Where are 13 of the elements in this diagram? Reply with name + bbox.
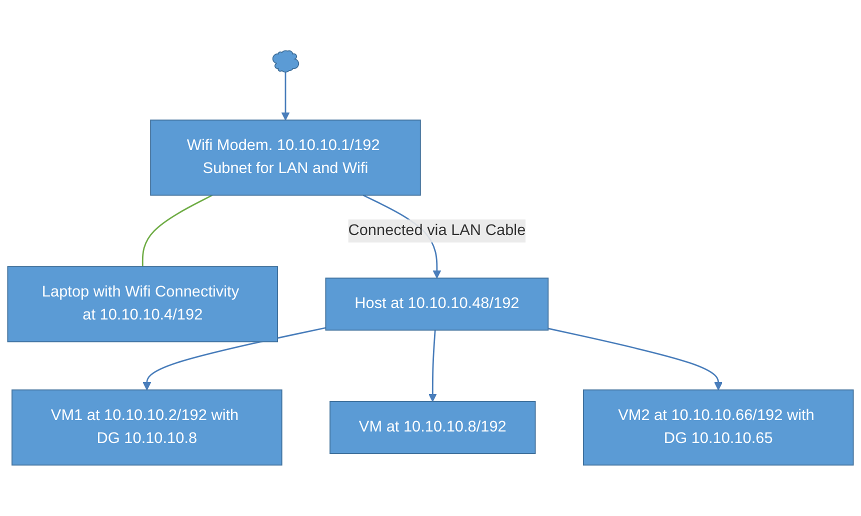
arrow bbox=[428, 330, 437, 402]
node-box: VM at 10.10.10.8/192 bbox=[330, 401, 536, 454]
node-box: Host at 10.10.10.48/192 bbox=[325, 278, 549, 331]
node-box: Laptop with Wifi Connectivity at 10.10.10.4/192 bbox=[7, 266, 278, 342]
arrow bbox=[142, 327, 326, 390]
node-box: VM2 at 10.10.10.66/192 with DG 10.10.10.65 bbox=[582, 390, 854, 466]
node-box: VM1 at 10.10.10.2/192 with DG 10.10.10.8 bbox=[12, 390, 282, 466]
connector bbox=[142, 194, 213, 267]
edge-label: Connected via LAN Cable bbox=[348, 222, 526, 239]
node-box: Wifi Modem. 10.10.10.1/192 Subnet for LAN and Wifi bbox=[150, 120, 421, 196]
arrow bbox=[548, 328, 723, 390]
arrow bbox=[281, 72, 290, 121]
node-cloud bbox=[272, 50, 300, 73]
